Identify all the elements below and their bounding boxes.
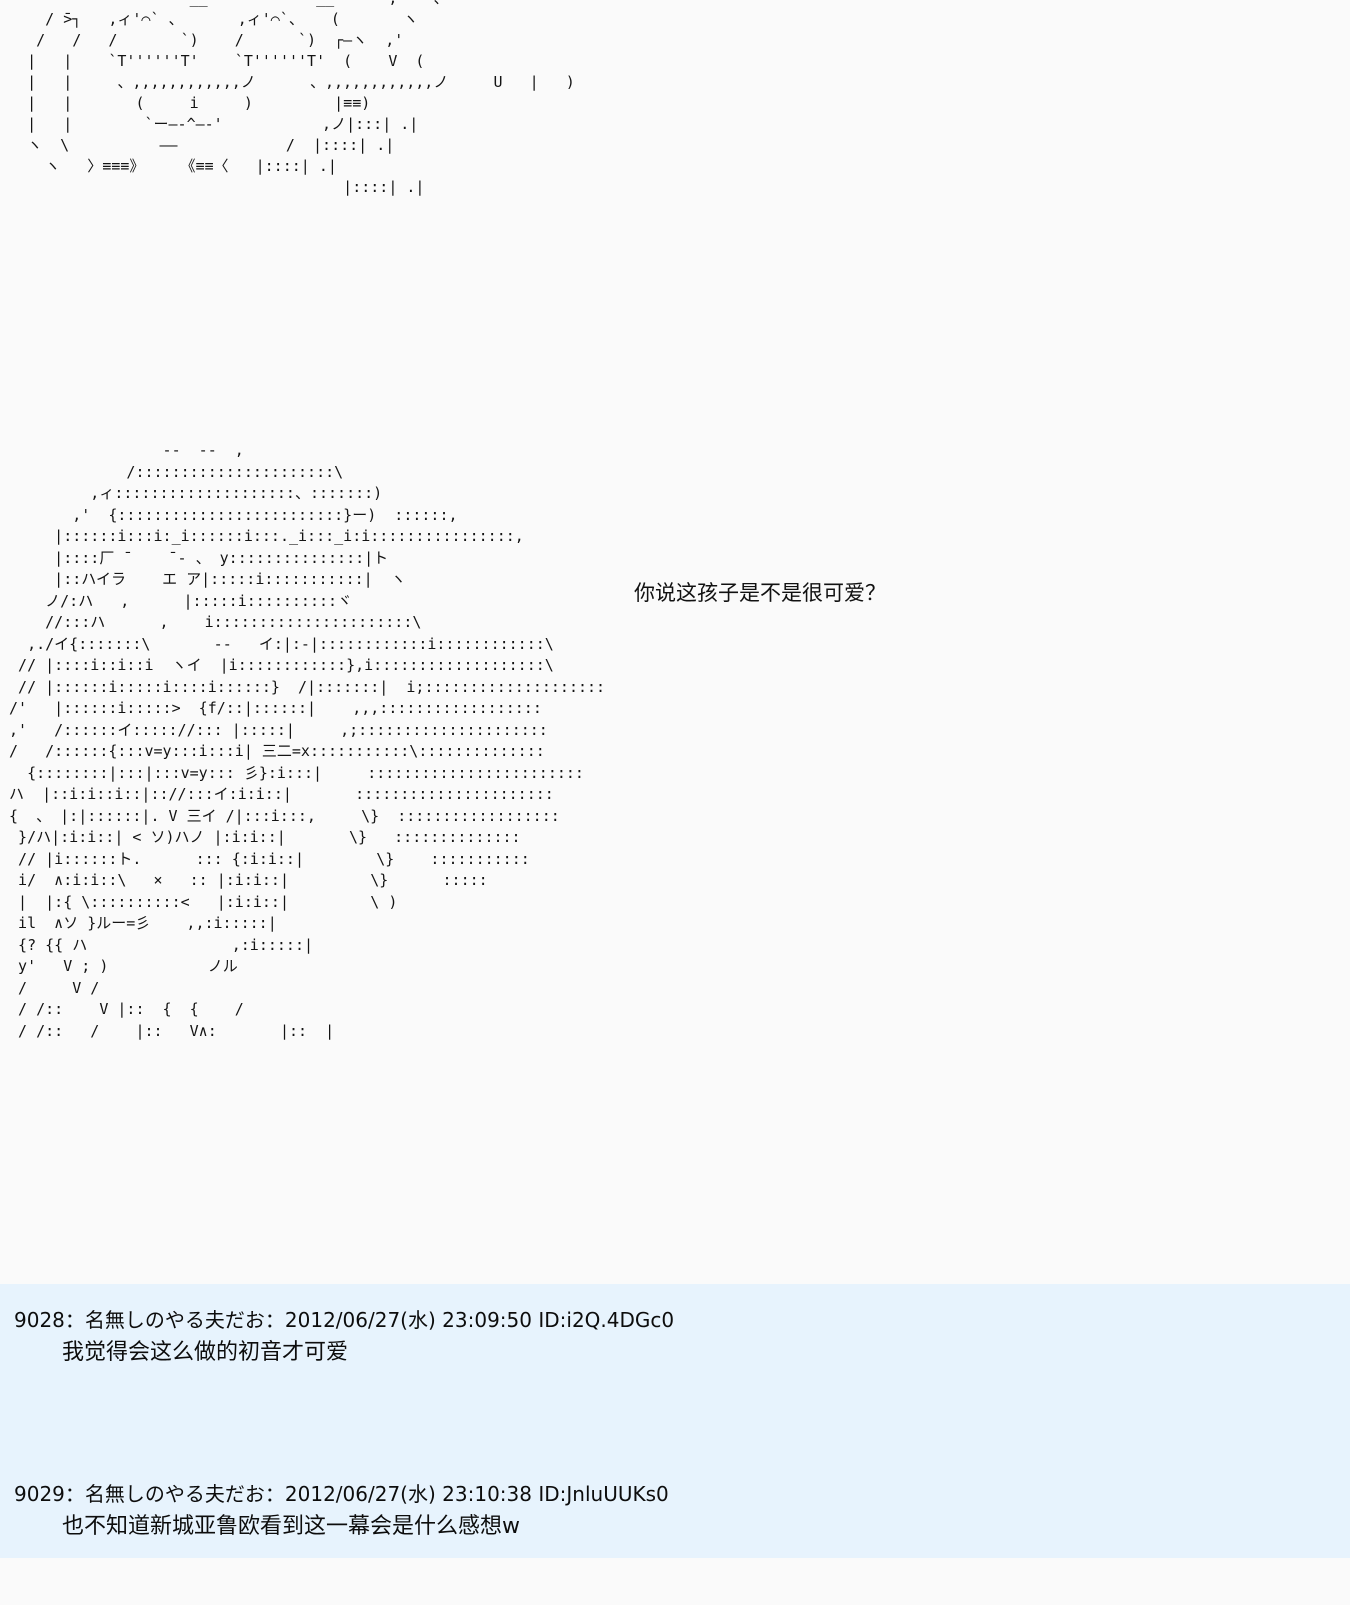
post-separator: ： xyxy=(264,1308,285,1332)
post-list: 9028：名無しのやる夫だお：2012/06/27(水) 23:09:50 ID… xyxy=(0,1284,1350,1558)
post-separator: ： xyxy=(64,1308,85,1332)
post-header: 9028：名無しのやる夫だお：2012/06/27(水) 23:09:50 ID… xyxy=(0,1306,1350,1334)
post-header: 9029：名無しのやる夫だお：2012/06/27(水) 23:10:38 ID… xyxy=(0,1480,1350,1508)
post-id: ID:JnluUUKs0 xyxy=(538,1482,669,1506)
post-separator: ： xyxy=(264,1482,285,1506)
post-number[interactable]: 9029 xyxy=(14,1482,65,1506)
post-time: 23:09:50 xyxy=(442,1308,532,1332)
post-time: 23:10:38 xyxy=(442,1482,532,1506)
post-author: 名無しのやる夫だお xyxy=(84,1482,265,1506)
post-date: 2012/06/27(水) xyxy=(284,1308,436,1332)
dialogue-text: 你说这孩子是不是很可爱？ xyxy=(634,581,886,605)
post-item: 9028：名無しのやる夫だお：2012/06/27(水) 23:09:50 ID… xyxy=(0,1306,1350,1369)
post-number[interactable]: 9028 xyxy=(14,1308,65,1332)
post-date: 2012/06/27(水) xyxy=(284,1482,436,1506)
ascii-art-character: -- -- , /::::::::::::::::::::::\ ,ィ:::::… xyxy=(9,441,606,1040)
post-body: 我觉得会这么做的初音才可爱 xyxy=(62,1340,349,1365)
post-author: 名無しのやる夫だお xyxy=(84,1308,265,1332)
post-body: 也不知道新城亚鲁欧看到这一幕会是什么感想w xyxy=(62,1514,520,1539)
post-id: ID:i2Q.4DGc0 xyxy=(538,1308,675,1332)
post-separator: ： xyxy=(64,1482,85,1506)
ascii-art-top: __ __ ,―- 、 / ̄>┐ ,ィ'⌒` 、 ,ィ'⌒`、 ( ヽ / /… xyxy=(27,0,575,196)
post-item: 9029：名無しのやる夫だお：2012/06/27(水) 23:10:38 ID… xyxy=(0,1480,1350,1543)
